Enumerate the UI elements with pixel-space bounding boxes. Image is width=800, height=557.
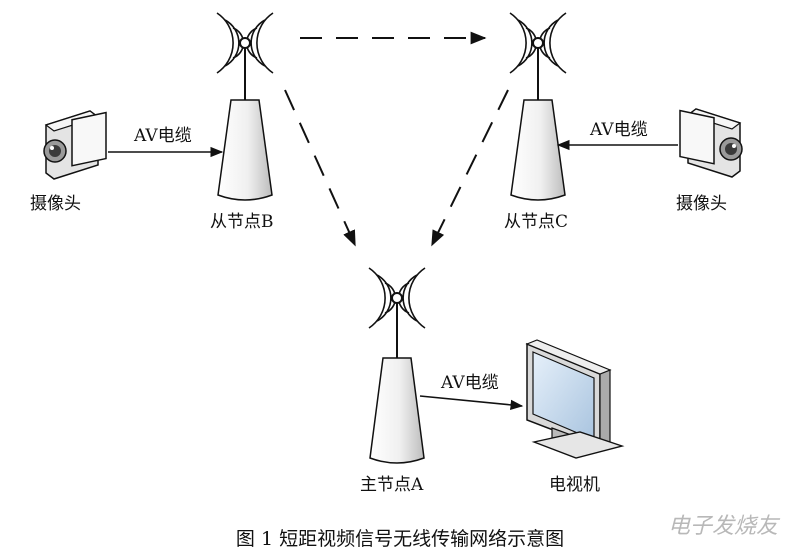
cable-left-label: AV电缆 <box>134 126 192 146</box>
camera-left-icon <box>43 110 107 180</box>
node-c-tower <box>509 12 567 201</box>
link-b-to-a <box>284 89 356 247</box>
figure-caption: 图 1 短距视频信号无线传输网络示意图 <box>235 528 565 550</box>
cable-bottom-line <box>419 395 524 410</box>
camera-right-label: 摄像头 <box>676 194 727 214</box>
node-a-label: 主节点A <box>360 475 424 495</box>
link-c-to-a <box>431 89 509 247</box>
node-a-tower <box>368 267 426 464</box>
node-b-tower <box>216 12 274 201</box>
node-b-label: 从节点B <box>210 212 274 232</box>
av-cables <box>108 139 678 410</box>
cable-bottom-label: AV电缆 <box>441 373 499 393</box>
camera-right-icon <box>679 108 743 178</box>
camera-left-label: 摄像头 <box>30 194 81 214</box>
wireless-links <box>284 31 509 247</box>
node-c-label: 从节点C <box>504 212 569 232</box>
tv-icon <box>525 339 625 459</box>
watermark-logo: 电子发烧友 <box>667 514 778 539</box>
tv-label: 电视机 <box>549 475 600 495</box>
cable-right-label: AV电缆 <box>590 120 648 140</box>
